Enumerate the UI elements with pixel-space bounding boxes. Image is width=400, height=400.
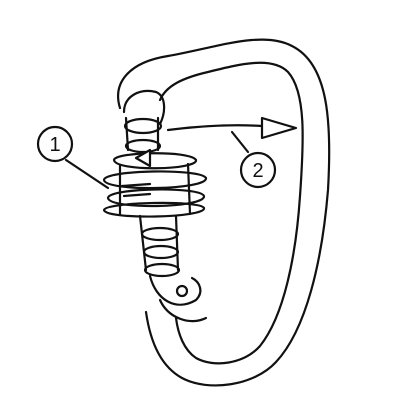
gate-lower-shaft [138, 214, 180, 272]
rotation-arrow-head [134, 148, 152, 168]
callout-1-label: 1 [49, 134, 60, 156]
gate-opening-arrow-line [166, 124, 264, 132]
screw-gate-sleeve [102, 152, 208, 218]
hinge-rivet [175, 284, 189, 298]
callout-2-label: 2 [252, 160, 263, 182]
callout-1-leader [64, 158, 110, 190]
gate-lower-ring [140, 226, 180, 242]
gate-lower-ring-2 [142, 244, 180, 260]
gate-nose [122, 89, 166, 126]
gate-opening-arrow-head [260, 116, 298, 140]
carabiner-body-outer [117, 38, 331, 387]
gate-lower-ring-3 [143, 262, 181, 278]
callout-1-circle [36, 125, 74, 163]
carabiner-body-inner [158, 61, 304, 365]
callout-2-leader [230, 130, 250, 154]
gate-hinge [148, 274, 202, 306]
gate-upper-ring [123, 117, 163, 135]
gate-upper-ring-2 [124, 138, 162, 154]
callout-2-circle [239, 151, 277, 189]
hinge-lower-curve [158, 298, 208, 323]
